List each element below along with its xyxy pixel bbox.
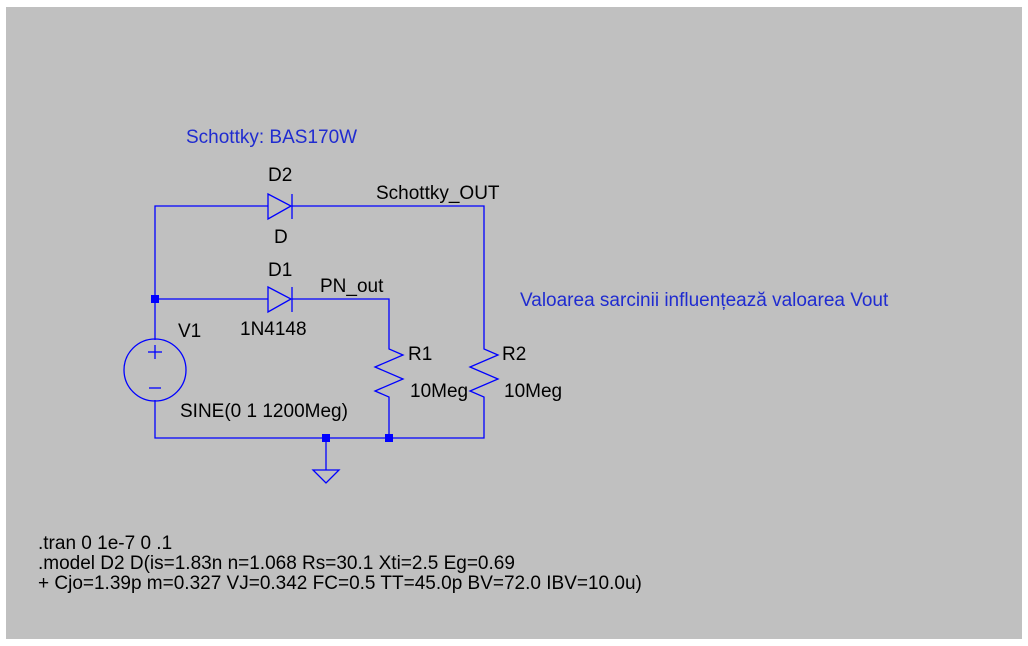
r2-value-label: 10Meg — [504, 381, 563, 402]
directive-tran: .tran 0 1e-7 0 .1 — [38, 533, 173, 554]
r2-name-label: R2 — [502, 344, 527, 365]
v1-value-label: SINE(0 1 1200Meg) — [180, 401, 348, 422]
net-label-pn-out: PN_out — [320, 276, 384, 297]
ground-symbol — [311, 469, 341, 484]
comment-schottky: Schottky: BAS170W — [186, 127, 358, 148]
directive-model: .model D2 D(is=1.83n n=1.068 Rs=30.1 Xti… — [38, 553, 515, 574]
wire-d2-out — [292, 205, 485, 342]
r1-value-label: 10Meg — [410, 381, 469, 402]
voltage-source-v1[interactable] — [123, 338, 187, 402]
net-label-schottky-out: Schottky_OUT — [376, 183, 500, 204]
r1-name-label: R1 — [408, 344, 433, 365]
resistor-r2[interactable] — [468, 342, 500, 401]
d2-name-label: D2 — [268, 165, 293, 186]
v1-name-label: V1 — [178, 321, 202, 342]
junction-r1-bottom — [385, 434, 393, 442]
d1-name-label: D1 — [268, 260, 293, 281]
diode-d2[interactable] — [267, 192, 293, 221]
wire-top-d2 — [154, 205, 268, 299]
wire-v1-minus — [154, 400, 485, 439]
diode-d1[interactable] — [267, 285, 293, 314]
resistor-r1[interactable] — [373, 342, 405, 401]
d2-value-label: D — [274, 227, 288, 248]
wire-d1-out — [292, 298, 390, 342]
comment-load-note: Valoarea sarcinii influențează valoarea … — [520, 290, 889, 311]
directive-model-continued: + Cjo=1.39p m=0.327 VJ=0.342 FC=0.5 TT=4… — [38, 573, 642, 594]
junction-ground — [322, 434, 330, 442]
schematic-canvas[interactable] — [6, 7, 1022, 639]
junction-left — [151, 295, 159, 303]
d1-value-label: 1N4148 — [240, 319, 307, 340]
